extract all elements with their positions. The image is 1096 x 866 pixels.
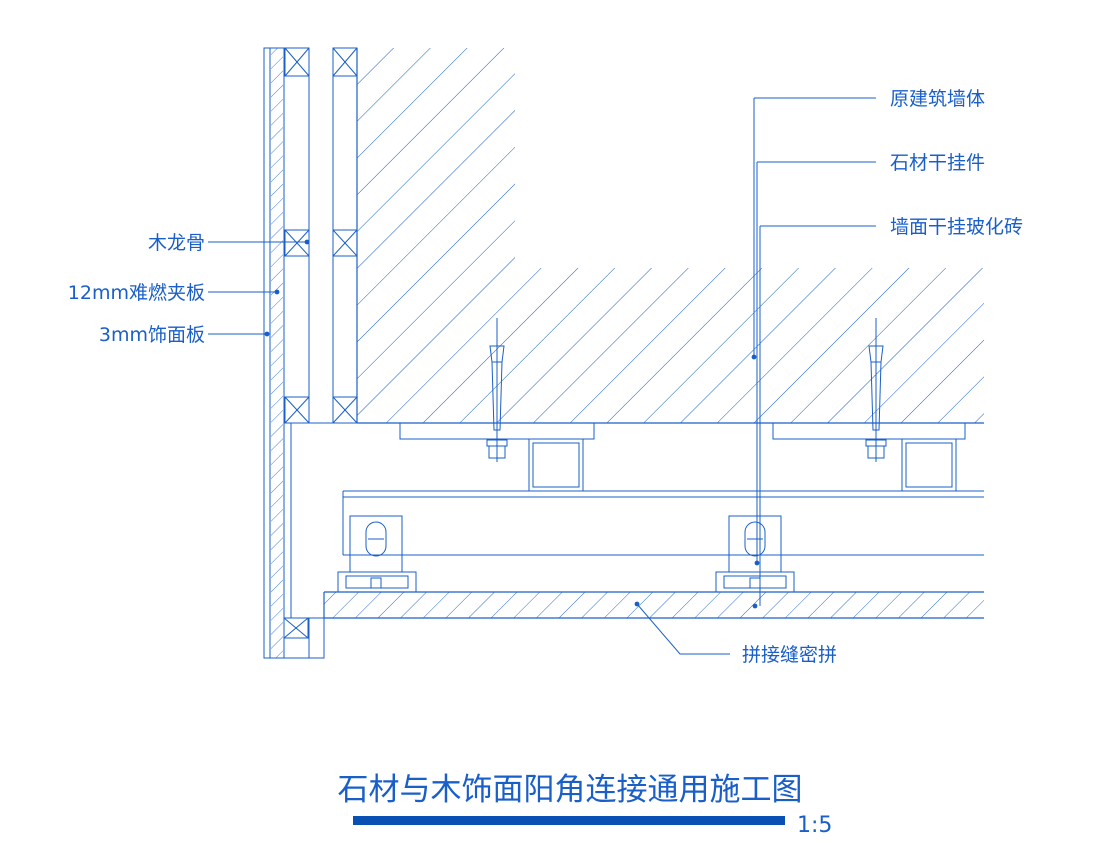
title-underline <box>353 816 785 825</box>
wood-panel-assembly <box>263 47 357 659</box>
anchor-bolt-right <box>865 318 887 462</box>
label-seam: 拼接缝密拼 <box>742 644 837 666</box>
label-stone-hanger: 石材干挂件 <box>890 152 985 174</box>
stone-hanger-right <box>715 515 795 593</box>
label-fireproof-board: 12mm难燃夹板 <box>68 282 205 304</box>
drawing-title: 石材与木饰面阳角连接通用施工图 <box>338 772 803 808</box>
label-finish-board: 3mm饰面板 <box>99 324 205 346</box>
stone-hanger-left <box>337 515 417 593</box>
anchor-bolt-left <box>486 318 508 462</box>
label-original-wall: 原建筑墙体 <box>890 88 985 110</box>
label-tile: 墙面干挂玻化砖 <box>890 216 1023 238</box>
wood-keel-frame <box>284 47 358 424</box>
vitrified-tile-panel <box>323 591 984 619</box>
label-wood-keel: 木龙骨 <box>148 232 205 254</box>
leader-lines <box>208 97 876 655</box>
steel-support-assembly <box>342 318 984 556</box>
drawing-scale: 1:5 <box>797 813 832 838</box>
